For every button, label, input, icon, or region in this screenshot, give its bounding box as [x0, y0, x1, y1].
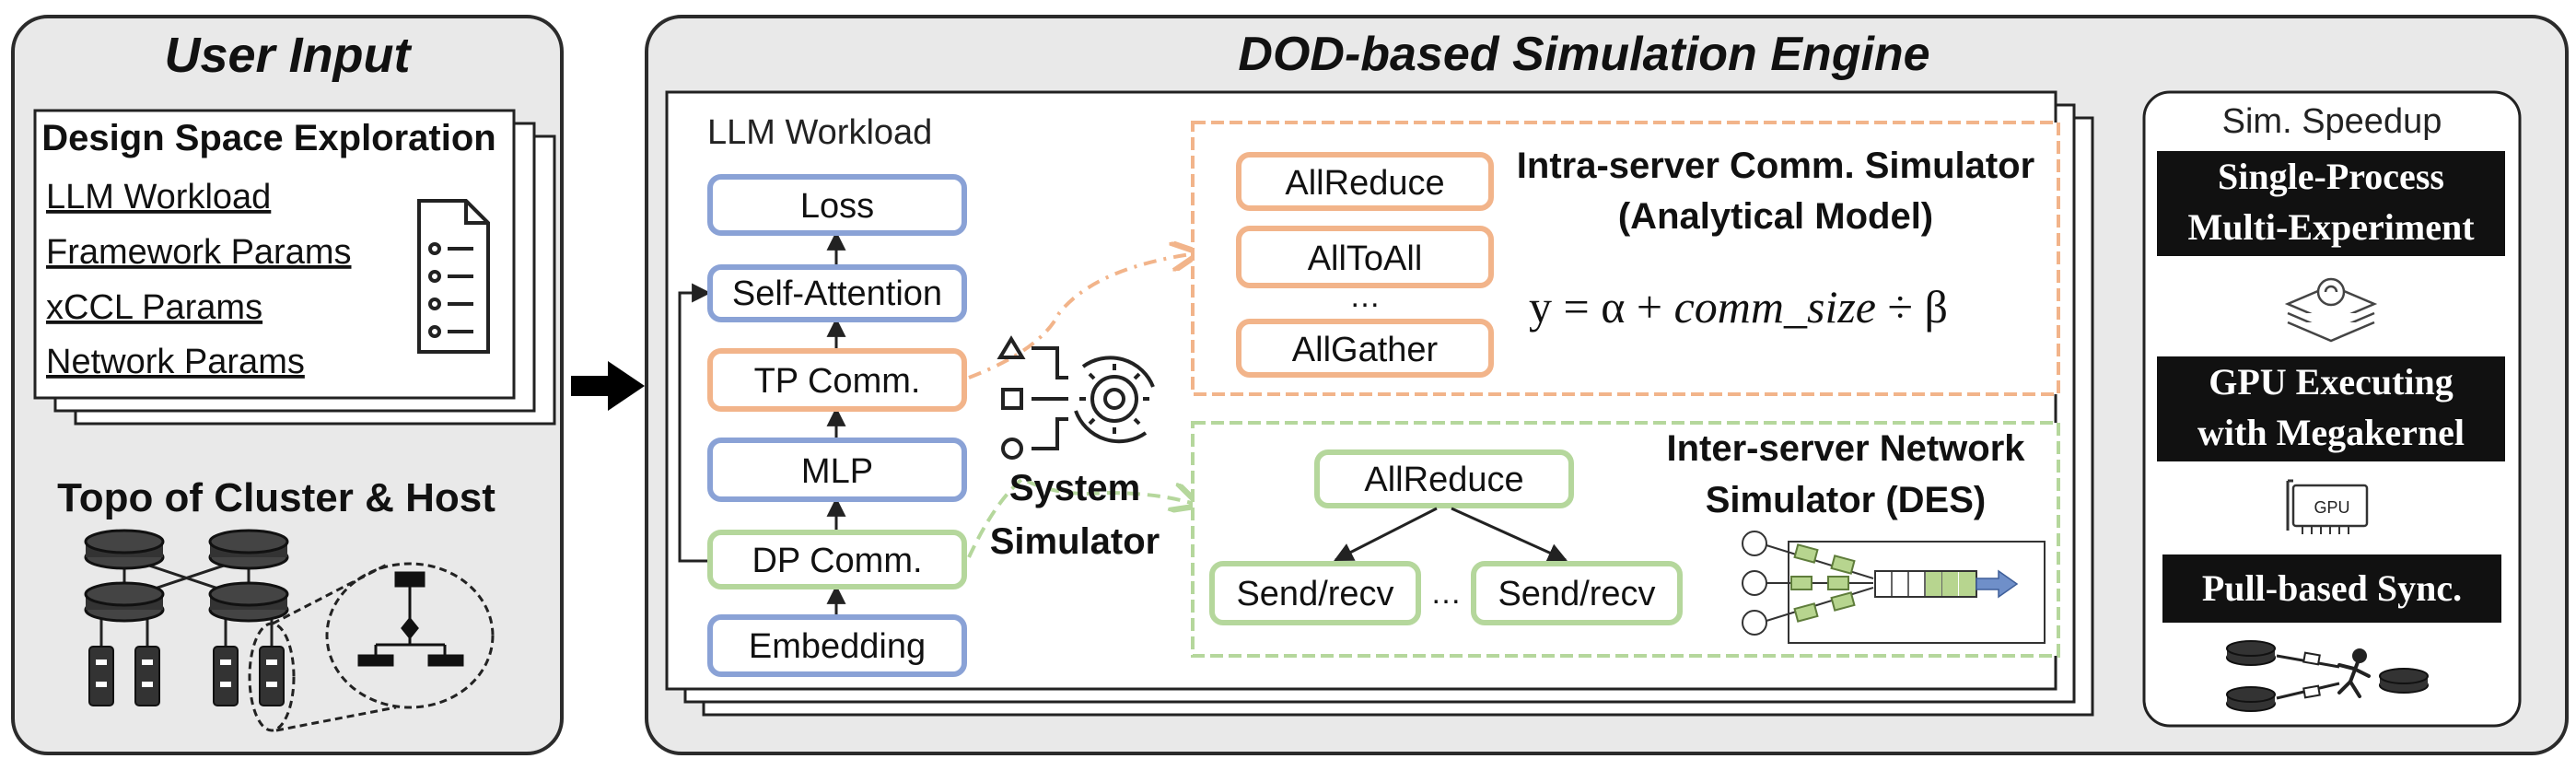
pull-sync-icon — [2226, 640, 2429, 712]
input-to-engine-arrow — [571, 361, 645, 411]
layer-self-attention-label: Self-Attention — [732, 274, 942, 313]
inter-leaf-send-recv-2: Send/recv — [1498, 575, 1655, 613]
speedup-item2-line1: GPU Executing — [2209, 361, 2454, 403]
speedup-panel: Sim. Speedup Single-Process Multi-Experi… — [2142, 90, 2522, 728]
workload-title: LLM Workload — [707, 113, 932, 152]
dp-to-inter-link — [967, 476, 1197, 558]
inter-server-simulator: AllReduce Send/recv … Send/recv Inter-se… — [1191, 421, 2060, 658]
speedup-item3-line1: Pull-based Sync. — [2202, 567, 2462, 609]
layer-dp-comm: DP Comm. — [707, 530, 967, 589]
speedup-item1-line1: Single-Process — [2218, 156, 2444, 197]
inter-leaf-send-recv-1: Send/recv — [1236, 575, 1393, 613]
layer-tp-comm-label: TP Comm. — [754, 362, 921, 401]
layer-self-attention: Self-Attention — [707, 264, 967, 322]
inter-title-line1: Inter-server Network — [1666, 428, 2025, 469]
intra-title-line1: Intra-server Comm. Simulator — [1517, 146, 2034, 186]
intra-title-line2: (Analytical Model) — [1618, 196, 1933, 237]
layer-tp-comm: TP Comm. — [707, 348, 967, 412]
dse-item-xccl-params: xCCL Params — [46, 288, 262, 327]
layer-mlp: MLP — [707, 438, 967, 502]
dse-item-llm-workload: LLM Workload — [46, 178, 271, 216]
dse-title: Design Space Exploration — [41, 118, 495, 158]
layers-icon — [2284, 277, 2378, 343]
cluster-topology-icon — [84, 529, 495, 732]
layer-mlp-label: MLP — [801, 452, 873, 491]
speedup-item1-line2: Multi-Experiment — [2187, 206, 2475, 248]
user-input-panel: User Input Design Space Exploration LLM … — [11, 15, 564, 755]
dse-item-network-params: Network Params — [46, 343, 305, 381]
dse-item-framework-params: Framework Params — [46, 233, 352, 272]
layer-dp-comm-label: DP Comm. — [752, 542, 922, 580]
speedup-item2-line2: with Megakernel — [2197, 412, 2465, 453]
intra-op-alltoall: AllToAll — [1308, 239, 1423, 278]
intra-op-ellipsis: … — [1349, 279, 1381, 314]
intra-op-allgather: AllGather — [1292, 331, 1439, 369]
intra-op-allreduce: AllReduce — [1285, 164, 1444, 203]
engine-panel: DOD-based Simulation Engine LLM Workload… — [645, 15, 2569, 755]
layer-loss: Loss — [707, 174, 967, 236]
gpu-icon-label: GPU — [2314, 498, 2349, 517]
topo-title: Topo of Cluster & Host — [57, 475, 495, 520]
user-input-title: User Input — [164, 28, 412, 83]
inter-title-line2: Simulator (DES) — [1706, 480, 1986, 520]
system-simulator-icon — [997, 335, 1155, 460]
layer-embedding-label: Embedding — [749, 627, 926, 666]
workload-arrows — [678, 230, 846, 617]
engine-title: DOD-based Simulation Engine — [1238, 28, 1929, 81]
gpu-icon: GPU — [2286, 479, 2369, 534]
event-queue-icon — [1742, 531, 2046, 644]
layer-embedding: Embedding — [707, 614, 967, 677]
inter-leaf-ellipsis: … — [1430, 576, 1462, 611]
intra-cost-formula: y = α + comm_size ÷ β — [1529, 281, 1948, 333]
speedup-title: Sim. Speedup — [2222, 102, 2442, 141]
system-simulator-label-line1: System — [1009, 468, 1140, 508]
checklist-icon — [417, 199, 490, 354]
tp-to-intra-link — [968, 253, 1197, 379]
inter-root-allreduce: AllReduce — [1364, 461, 1523, 499]
system-simulator-label-line2: Simulator — [990, 521, 1160, 562]
intra-server-simulator: AllReduce AllToAll … AllGather Intra-ser… — [1191, 121, 2060, 396]
layer-loss-label: Loss — [800, 187, 874, 226]
dse-document-stack — [33, 109, 556, 426]
